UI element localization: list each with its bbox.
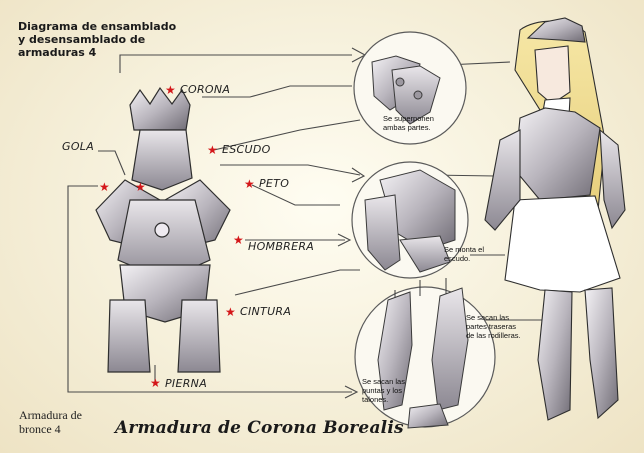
red-star-icon: ★ bbox=[99, 181, 110, 193]
red-star-icon: ★ bbox=[207, 144, 218, 156]
label-cintura: CINTURA bbox=[240, 305, 291, 318]
label-gola: GOLA bbox=[62, 140, 94, 153]
armor-name: Armadura de Corona Borealis bbox=[115, 418, 404, 438]
label-peto: PETO bbox=[259, 177, 289, 190]
red-star-icon: ★ bbox=[233, 234, 244, 246]
label-hombrera: HOMBRERA bbox=[248, 240, 314, 253]
red-star-icon: ★ bbox=[165, 84, 176, 96]
red-star-icon: ★ bbox=[244, 178, 255, 190]
label-escudo: ESCUDO bbox=[222, 143, 271, 156]
assembled-armor-illustration bbox=[96, 88, 230, 372]
note-talones: Se sacan las puntas y los talones. bbox=[362, 377, 405, 404]
note-escudo: Se monta el escudo. bbox=[444, 245, 484, 263]
red-star-icon: ★ bbox=[150, 377, 161, 389]
volume-label: Armadura de bronce 4 bbox=[19, 408, 82, 436]
note-corona: Se superponen ambas partes. bbox=[383, 114, 434, 132]
note-rodilleras: Se sacan las partes traseras de las rodi… bbox=[466, 313, 521, 340]
label-pierna: PIERNA bbox=[165, 377, 207, 390]
label-corona: CORONA bbox=[180, 83, 230, 96]
character-illustration bbox=[485, 18, 625, 420]
red-star-icon: ★ bbox=[225, 306, 236, 318]
red-star-icon: ★ bbox=[135, 181, 146, 193]
